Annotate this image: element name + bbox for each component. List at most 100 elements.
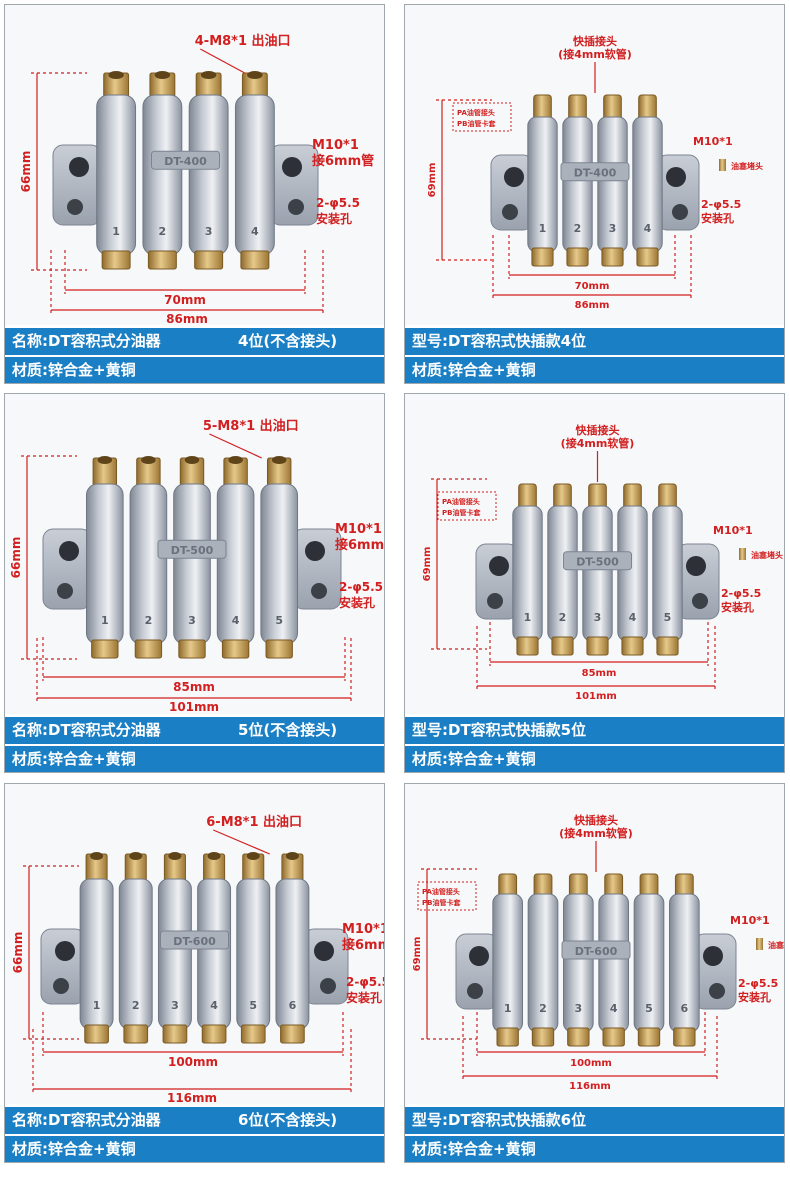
name-banner: 型号:DT容积式快插款6位	[405, 1107, 784, 1134]
brass-bottom-plug	[496, 1027, 519, 1047]
outer-width-label: 116mm	[167, 1091, 217, 1104]
material-banner: 材质:锌合金+黄铜	[5, 357, 384, 383]
body-model-text: DT-500	[576, 556, 619, 569]
material-text: 材质:锌合金+黄铜	[412, 1140, 536, 1158]
height-dimension-label: 66mm	[9, 537, 23, 579]
outlet-thread	[285, 852, 299, 860]
valve-column: 5	[652, 483, 683, 656]
inlet-port	[489, 556, 509, 576]
valve-column: 5	[633, 873, 665, 1047]
material-banner: 材质:锌合金+黄铜	[5, 746, 384, 772]
mount-hole-left	[57, 583, 73, 599]
outlet-thread	[168, 852, 182, 860]
inlet-port	[69, 157, 89, 177]
plug-callout: 油塞堵头	[751, 550, 783, 560]
outlet-thread	[271, 456, 287, 464]
outlet-callout: 6-M8*1 出油口	[206, 814, 302, 830]
material-banner: 材质:锌合金+黄铜	[405, 1136, 784, 1162]
mount-hole-callout: 2-φ5.5	[316, 196, 360, 210]
port-number: 5	[664, 611, 672, 624]
port-number: 1	[101, 614, 109, 627]
outer-width-label: 86mm	[166, 312, 208, 325]
mount-hole-left	[467, 983, 483, 999]
position-note: 6位(不含接头)	[238, 1111, 338, 1129]
mount-hole-callout: 安装孔	[316, 211, 352, 226]
mount-hole-callout: 安装孔	[346, 990, 382, 1005]
inlet-callout: M10*1	[730, 914, 770, 927]
port-number: 3	[575, 1002, 583, 1015]
inner-width-label: 100mm	[570, 1058, 612, 1069]
material-text: 材质:锌合金+黄铜	[12, 361, 136, 379]
brass-bottom-plug	[516, 636, 539, 656]
name-text: 名称:DT容积式分油器	[12, 1111, 161, 1129]
accessory-box	[452, 102, 512, 132]
brass-bottom-plug	[636, 247, 659, 267]
brass-bottom-plug	[637, 1027, 661, 1047]
inlet-port	[686, 556, 706, 576]
pb-ferrule-label: PB油管卡套	[422, 898, 461, 907]
position-note: 5位(不含接头)	[238, 721, 338, 739]
outlet-thread	[207, 852, 221, 860]
outlet-thread	[228, 456, 243, 464]
valve-column: 3	[562, 873, 594, 1047]
valve-column: 2	[118, 852, 153, 1044]
valve-column: 5	[236, 852, 271, 1044]
outlet-thread	[247, 71, 263, 79]
material-text: 材质:锌合金+黄铜	[12, 1140, 136, 1158]
brass-bottom-plug	[101, 250, 131, 270]
port-number: 2	[559, 611, 567, 624]
body-model-text: DT-400	[164, 155, 207, 168]
valve-column: 6	[668, 873, 700, 1047]
inlet-port	[504, 167, 524, 187]
port-number: 1	[524, 611, 532, 624]
inlet-port	[314, 941, 334, 961]
outlet-thread	[90, 852, 104, 860]
port-number: 3	[171, 999, 179, 1012]
valve-column: 1	[492, 873, 524, 1047]
inlet-port	[305, 541, 325, 561]
brass-bottom-plug	[134, 639, 163, 659]
fitting-callout: 快插接头	[575, 423, 620, 437]
mount-hole-callout: 安装孔	[721, 600, 754, 614]
plug-icon	[719, 159, 726, 171]
port-number: 4	[251, 225, 259, 238]
outlet-leader	[200, 48, 245, 74]
mount-hole-right	[672, 204, 688, 220]
brass-bottom-plug	[91, 639, 119, 659]
port-number: 2	[145, 614, 153, 627]
name-text: 型号:DT容积式快插款5位	[412, 721, 587, 739]
body-plate	[160, 930, 229, 950]
name-banner: 名称:DT容积式分油器 6位(不含接头)	[5, 1107, 384, 1134]
inlet-callout: M10*1	[693, 135, 733, 148]
inlet-callout: 接6mm管	[342, 937, 384, 953]
plug-icon	[756, 938, 763, 950]
valve-column: 1	[512, 483, 543, 656]
accessory-box	[417, 881, 477, 911]
position-note: 4位(不含接头)	[238, 332, 338, 350]
brass-bottom-plug	[280, 1024, 305, 1044]
material-banner: 材质:锌合金+黄铜	[5, 1136, 384, 1162]
mount-hole-right	[288, 199, 304, 215]
mount-hole-right	[320, 978, 336, 994]
mount-hole-callout: 安装孔	[738, 990, 771, 1004]
port-number: 3	[188, 614, 196, 627]
valve-column: 1	[79, 852, 114, 1044]
mount-hole-callout: 2-φ5.5	[346, 975, 384, 989]
valve-column: 4	[617, 483, 648, 656]
mount-hole-callout: 安装孔	[701, 211, 734, 225]
dimension-annotations: 69mm85mm101mm快插接头(接4mm软管)PA油管接头PB油管卡套M10…	[422, 423, 783, 702]
valve-column: 6	[275, 852, 310, 1044]
pa-fitting-label: PA油管接头	[422, 887, 460, 896]
port-number: 3	[594, 611, 602, 624]
fitting-callout: (接4mm软管)	[561, 436, 635, 450]
port-number: 4	[644, 222, 652, 235]
inner-width-label: 85mm	[173, 680, 215, 694]
inlet-callout: M10*1	[713, 524, 753, 537]
